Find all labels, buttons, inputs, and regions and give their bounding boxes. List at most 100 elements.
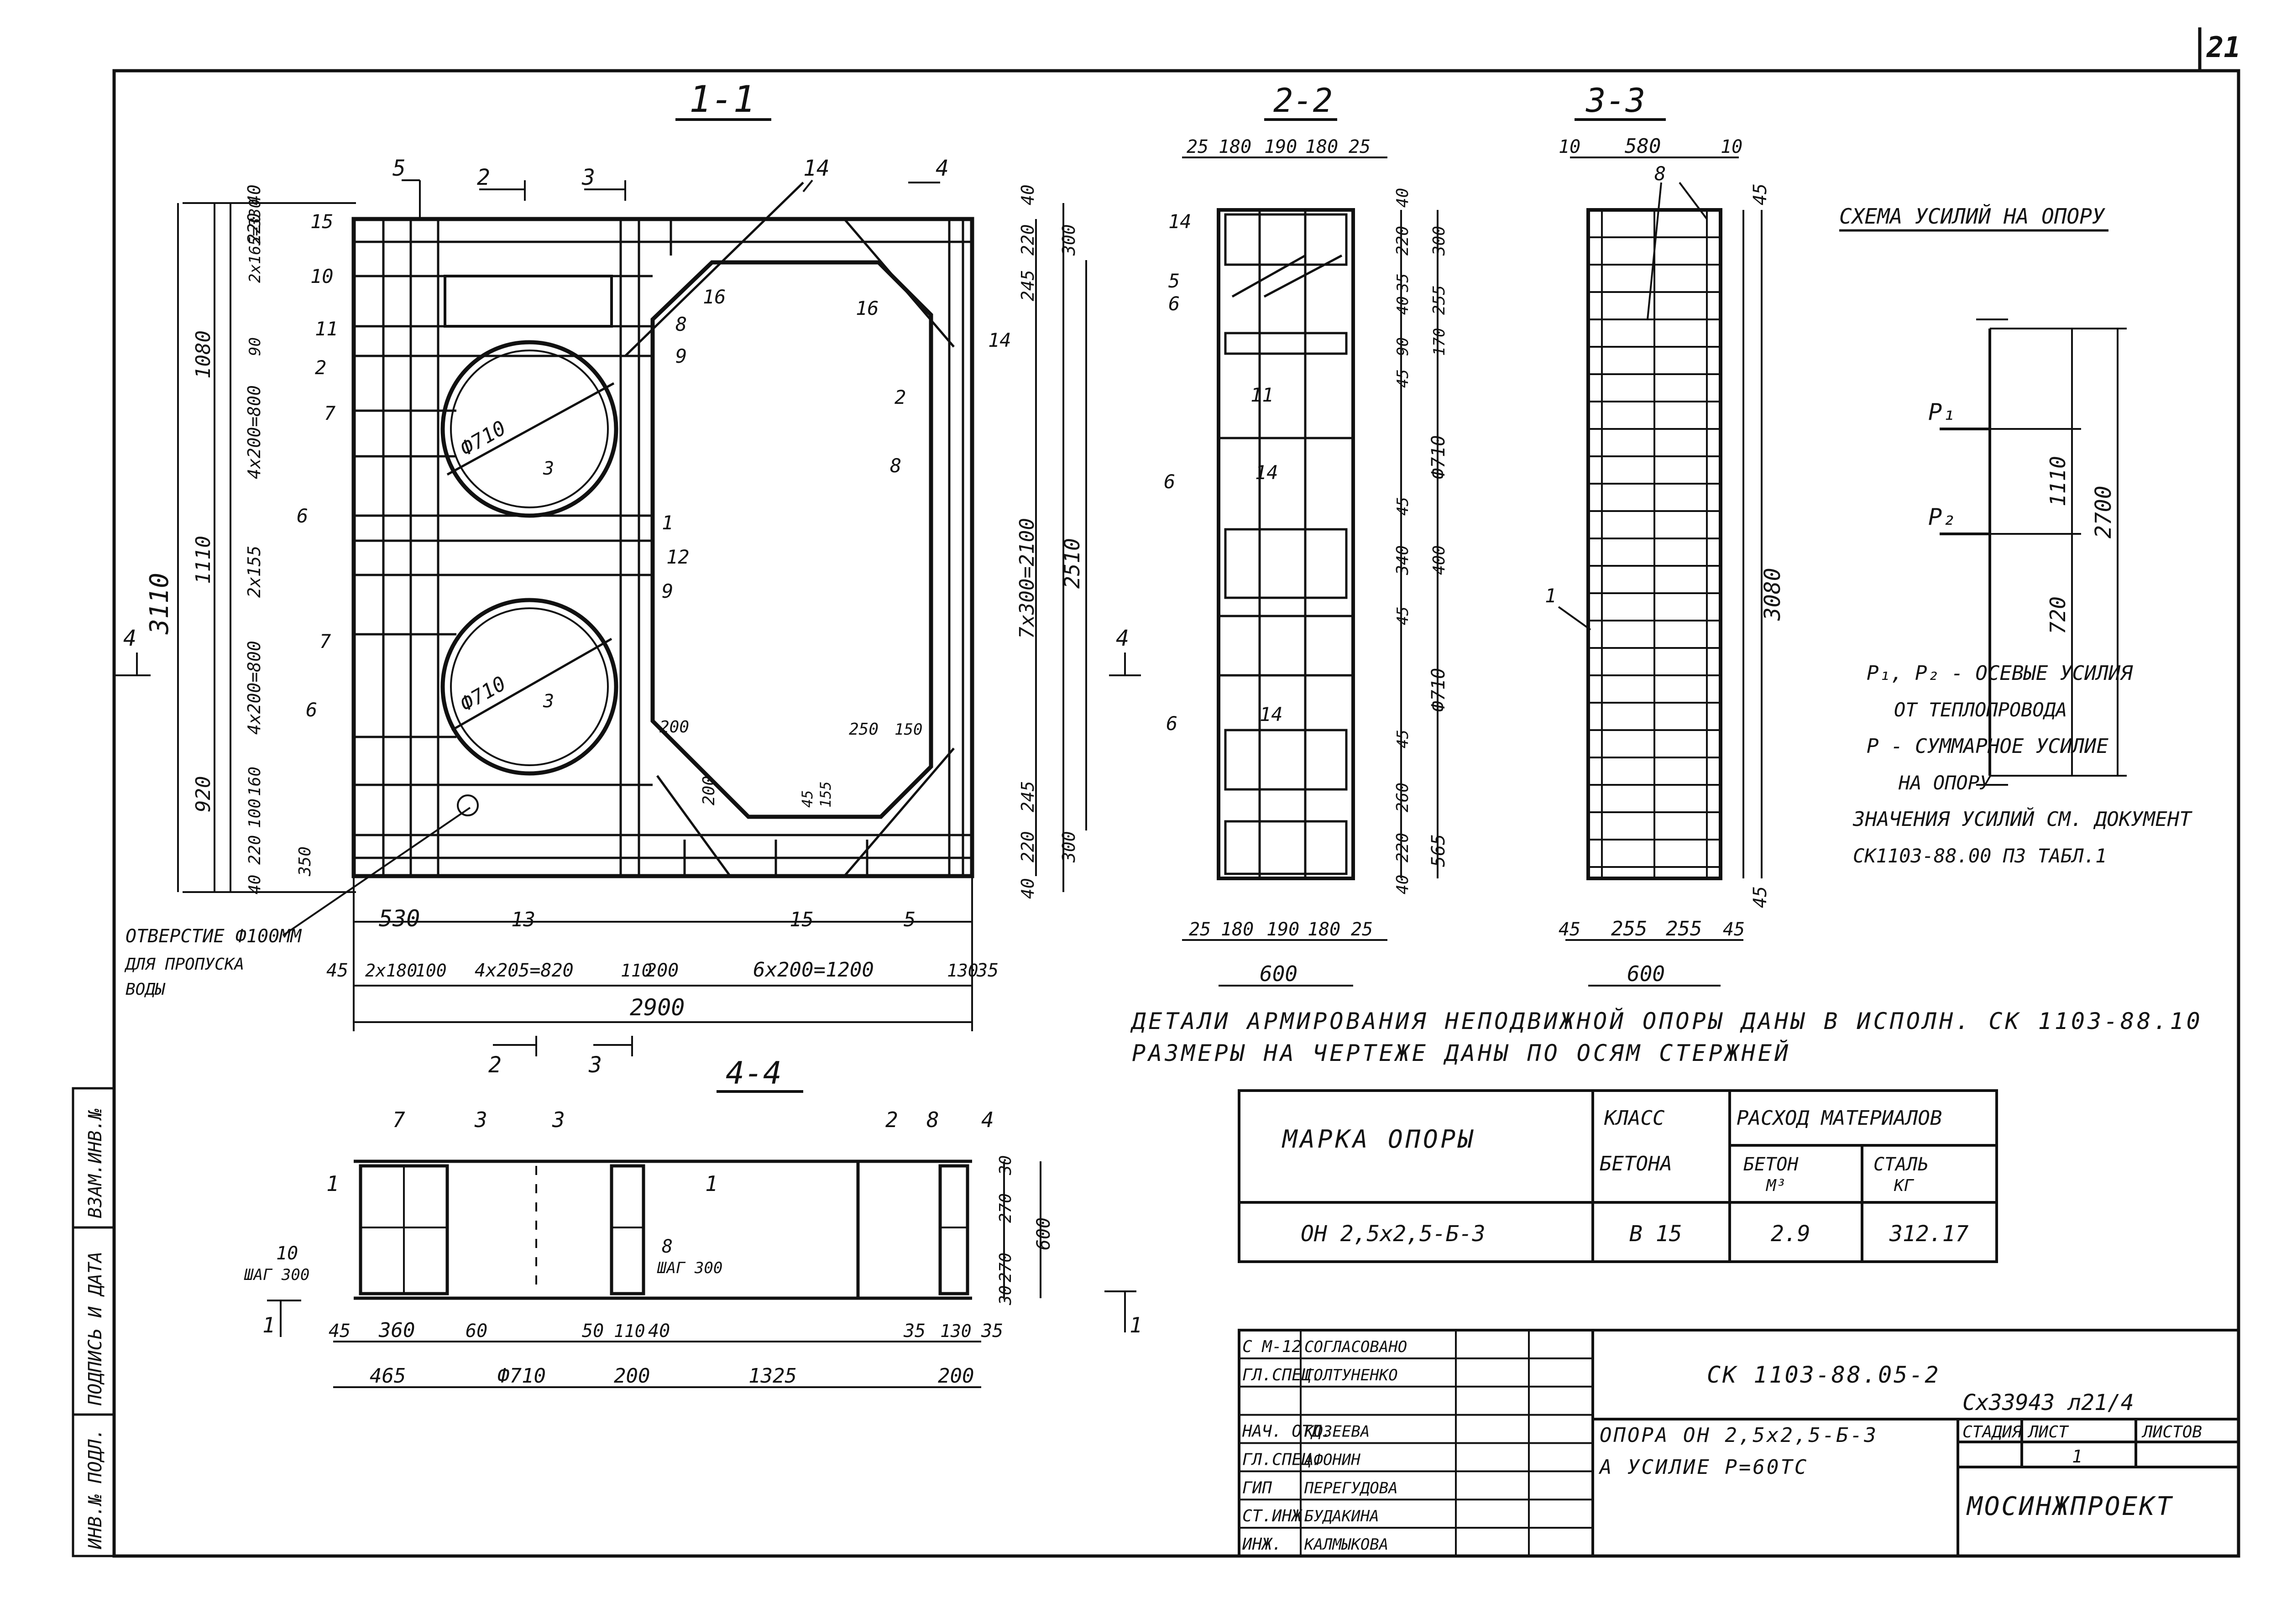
v22-mark-6a: 6 xyxy=(1168,292,1180,315)
v44-r-600: 600 xyxy=(1033,1217,1054,1250)
v44-mark-2: 2 xyxy=(885,1107,898,1132)
dim-200-inner-v: 200 xyxy=(700,776,718,805)
table-header-class-1: КЛАСС xyxy=(1604,1107,1665,1130)
rebar-grid xyxy=(354,182,972,877)
v22-r-300: 300 xyxy=(1430,226,1449,256)
v22-r-340: 340 xyxy=(1393,545,1412,575)
v44-section-1-left: 1 xyxy=(262,1313,275,1337)
dim-2x165: 2x165=330 xyxy=(246,199,264,283)
dim-r-40-bottom: 40 xyxy=(1018,878,1038,899)
v44-b-465: 465 xyxy=(370,1364,406,1388)
section-4-right: 4 xyxy=(1116,626,1129,651)
v33-top-10-l: 10 xyxy=(1559,136,1580,157)
stamp-sheet-no: 1 xyxy=(2072,1446,2082,1467)
dim-r-300-bottom: 300 xyxy=(1059,831,1079,863)
stamp-name-7: КАЛМЫКОВА xyxy=(1304,1535,1388,1554)
mark-11: 11 xyxy=(315,318,338,340)
table-cell-class: В 15 xyxy=(1629,1221,1682,1247)
hole-note-2: ДЛЯ ПРОПУСКА xyxy=(124,955,244,974)
pipe-hole-lower xyxy=(440,598,618,776)
stamp-role-1: ГЛ.СПЕЦ. xyxy=(1242,1366,1321,1384)
v33-top-580: 580 xyxy=(1625,135,1661,158)
view-4-4: 4-4 7 3 3 1 1 2 8 4 10 ШАГ 300 8 ШАГ 300… xyxy=(244,1055,1142,1388)
schema-title: СХЕМА УСИЛИЙ НА ОПОРУ xyxy=(1839,204,2106,229)
dim-220-bottom: 220 xyxy=(246,835,264,865)
v22-r-phi-2: Ф710 xyxy=(1428,668,1449,712)
table-cell-beton: 2.9 xyxy=(1771,1221,1810,1247)
mark-8-right: 8 xyxy=(890,454,901,477)
section-2-bottom: 2 xyxy=(488,1052,502,1078)
v44-r-270b: 270 xyxy=(996,1253,1015,1282)
v44-mark-4: 4 xyxy=(981,1107,994,1132)
v44-r-30a: 30 xyxy=(996,1155,1015,1175)
dim-40-top: 40 xyxy=(244,184,264,205)
mark-3-lower: 3 xyxy=(543,691,554,712)
v44-mark-8: 8 xyxy=(926,1107,939,1132)
dim-110: 110 xyxy=(621,961,652,981)
dim-150: 150 xyxy=(895,721,922,739)
side-inv-label: ИНВ.№ ПОДЛ. xyxy=(85,1428,106,1550)
v22-mark-5: 5 xyxy=(1168,270,1180,292)
title-block: СК 1103-88.05-2 ОПОРА ОН 2,5x2,5-Б-3 А У… xyxy=(1238,1329,2240,1557)
schema-720: 720 xyxy=(2046,596,2070,634)
v44-b-50: 50 xyxy=(582,1321,604,1342)
v22-r-35: 35 xyxy=(1394,273,1412,292)
schema-note-1: P₁, P₂ - ОСЕВЫЕ УСИЛИЯ xyxy=(1867,662,2133,685)
v44-mark-7: 7 xyxy=(392,1107,405,1132)
v22-r-90: 90 xyxy=(1394,337,1412,356)
view-2-2-title: 2-2 xyxy=(1273,81,1333,120)
v44-b-40: 40 xyxy=(648,1321,670,1342)
view-4-4-title: 4-4 xyxy=(726,1055,782,1091)
stamp-role-0: С М-12 xyxy=(1242,1337,1302,1356)
v22-top-25-r: 25 xyxy=(1349,136,1371,157)
dim-r-40-top: 40 xyxy=(1018,184,1038,205)
mark-6-lower: 6 xyxy=(306,699,317,721)
dim-250: 250 xyxy=(849,720,879,739)
v44-step-300-a: ШАГ 300 xyxy=(244,1266,309,1284)
table-header-class-2: БЕТОНА xyxy=(1600,1152,1672,1175)
section-2-top: 2 xyxy=(477,165,490,190)
dim-4x200-lower: 4x200=800 xyxy=(244,641,264,735)
side-stamp xyxy=(72,1087,115,1557)
dim-160: 160 xyxy=(246,767,264,796)
v33-mark-1: 1 xyxy=(1545,585,1556,607)
table-header-steel-1: СТАЛЬ xyxy=(1873,1154,1928,1175)
v22-bot-25-l: 25 xyxy=(1189,919,1211,940)
schema-note-3: P - СУММАРНОЕ УСИЛИЕ xyxy=(1867,735,2108,758)
dim-2x180: 2x180 xyxy=(365,961,417,981)
v44-b-45: 45 xyxy=(329,1321,351,1342)
v22-r-255: 255 xyxy=(1430,285,1449,315)
dim-r-300-top: 300 xyxy=(1059,224,1079,256)
view-1-1-dimension-lines xyxy=(177,202,1087,1031)
v22-r-40b: 40 xyxy=(1394,296,1412,315)
dim-40-bottom: 40 xyxy=(246,875,264,894)
v33-bot-45-l: 45 xyxy=(1559,919,1580,940)
mark-1: 1 xyxy=(662,512,673,534)
section-3-bottom: 3 xyxy=(588,1052,602,1078)
view-2-2-outline xyxy=(1217,208,1355,880)
v44-step-300-b: ШАГ 300 xyxy=(657,1259,722,1277)
table-header-beton-2: М³ xyxy=(1765,1176,1786,1195)
mark-2-right: 2 xyxy=(895,386,906,408)
view-3-3: 3-3 10 580 10 45 255 255 45 600 45 3080 … xyxy=(1545,81,1785,987)
force-schema: СХЕМА УСИЛИЙ НА ОПОРУ P₁ P₂ 1110 720 270… xyxy=(1839,204,2192,867)
v44-b-35b: 35 xyxy=(981,1321,1003,1342)
dim-220-top: 220 xyxy=(244,213,264,244)
dim-1110: 1110 xyxy=(192,536,215,584)
table-header-mark: МАРКА ОПОРЫ xyxy=(1282,1125,1476,1154)
stamp-org: МОСИНЖПРОЕКТ xyxy=(1966,1492,2174,1521)
mark-16-left: 16 xyxy=(703,286,726,308)
v22-mark-14a: 14 xyxy=(1168,210,1192,233)
dim-r-245-top: 245 xyxy=(1018,270,1038,301)
schema-note-2: ОТ ТЕПЛОПРОВОДА xyxy=(1894,699,2067,721)
stamp-role-5: ГИП xyxy=(1242,1478,1272,1497)
dim-2510: 2510 xyxy=(1060,538,1084,589)
mark-2-left: 2 xyxy=(315,356,326,379)
dim-155-inner: 155 xyxy=(817,781,834,808)
v22-r-565: 565 xyxy=(1428,834,1449,867)
mark-8-left: 8 xyxy=(675,313,687,335)
dim-1080: 1080 xyxy=(192,330,215,379)
dim-2900: 2900 xyxy=(630,994,685,1021)
view-1-1-title: 1-1 xyxy=(689,78,755,120)
dim-100: 100 xyxy=(246,799,264,828)
